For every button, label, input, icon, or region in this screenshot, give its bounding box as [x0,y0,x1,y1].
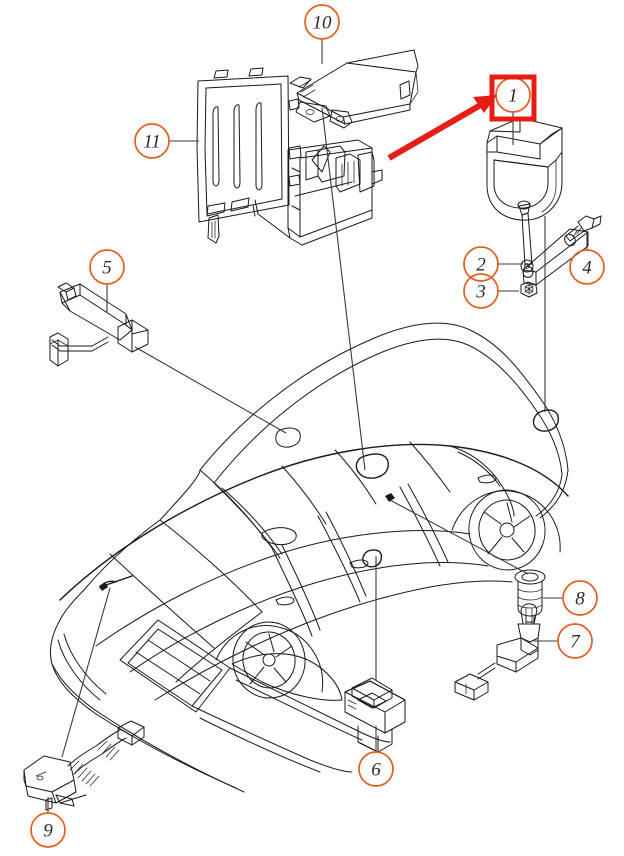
part-11-battery-tray-cover [196,67,383,246]
callout-3-label: 3 [475,282,486,303]
highlight-arrow [387,95,497,161]
callout-7-label: 7 [570,632,581,653]
callout-8-label: 8 [575,589,585,610]
callout-3[interactable]: 3 [463,273,499,309]
part-9-hood-latch-switch [23,720,145,811]
callout-11[interactable]: 11 [134,123,170,159]
leader-lines-group [61,107,546,758]
callout-2[interactable]: 2 [463,246,499,282]
callout-9[interactable]: 9 [30,812,66,848]
callout-bubbles-group: 11 10 5 2 3 4 [30,4,605,848]
car-illustration [49,322,569,793]
callout-5[interactable]: 5 [89,249,125,285]
part-7-clip-connector [454,603,541,701]
part-8-grommet-bushing [514,569,546,623]
part-bracket-assembly [517,200,602,298]
callout-11-label: 11 [143,132,161,153]
callout-6[interactable]: 6 [358,751,394,787]
highlight-annotation-group [387,74,537,161]
part-5-antenna-amplifier-bracket [49,282,149,367]
callout-2-label: 2 [476,255,486,276]
callout-8[interactable]: 8 [562,580,598,616]
callout-1-label: 1 [508,86,518,107]
callout-4[interactable]: 4 [569,249,605,285]
part-6-window-switch [344,677,406,753]
callout-1[interactable]: 1 [495,77,531,113]
callout-5-label: 5 [102,258,112,279]
callout-6-label: 6 [371,760,381,781]
callout-7[interactable]: 7 [557,623,593,659]
callout-10-label: 10 [313,13,333,34]
callout-9-label: 9 [43,821,53,842]
part-1-control-unit-module [486,117,563,221]
callout-4-label: 4 [582,258,592,279]
part-10-electronic-control-box [289,49,419,129]
callout-10[interactable]: 10 [304,4,340,40]
